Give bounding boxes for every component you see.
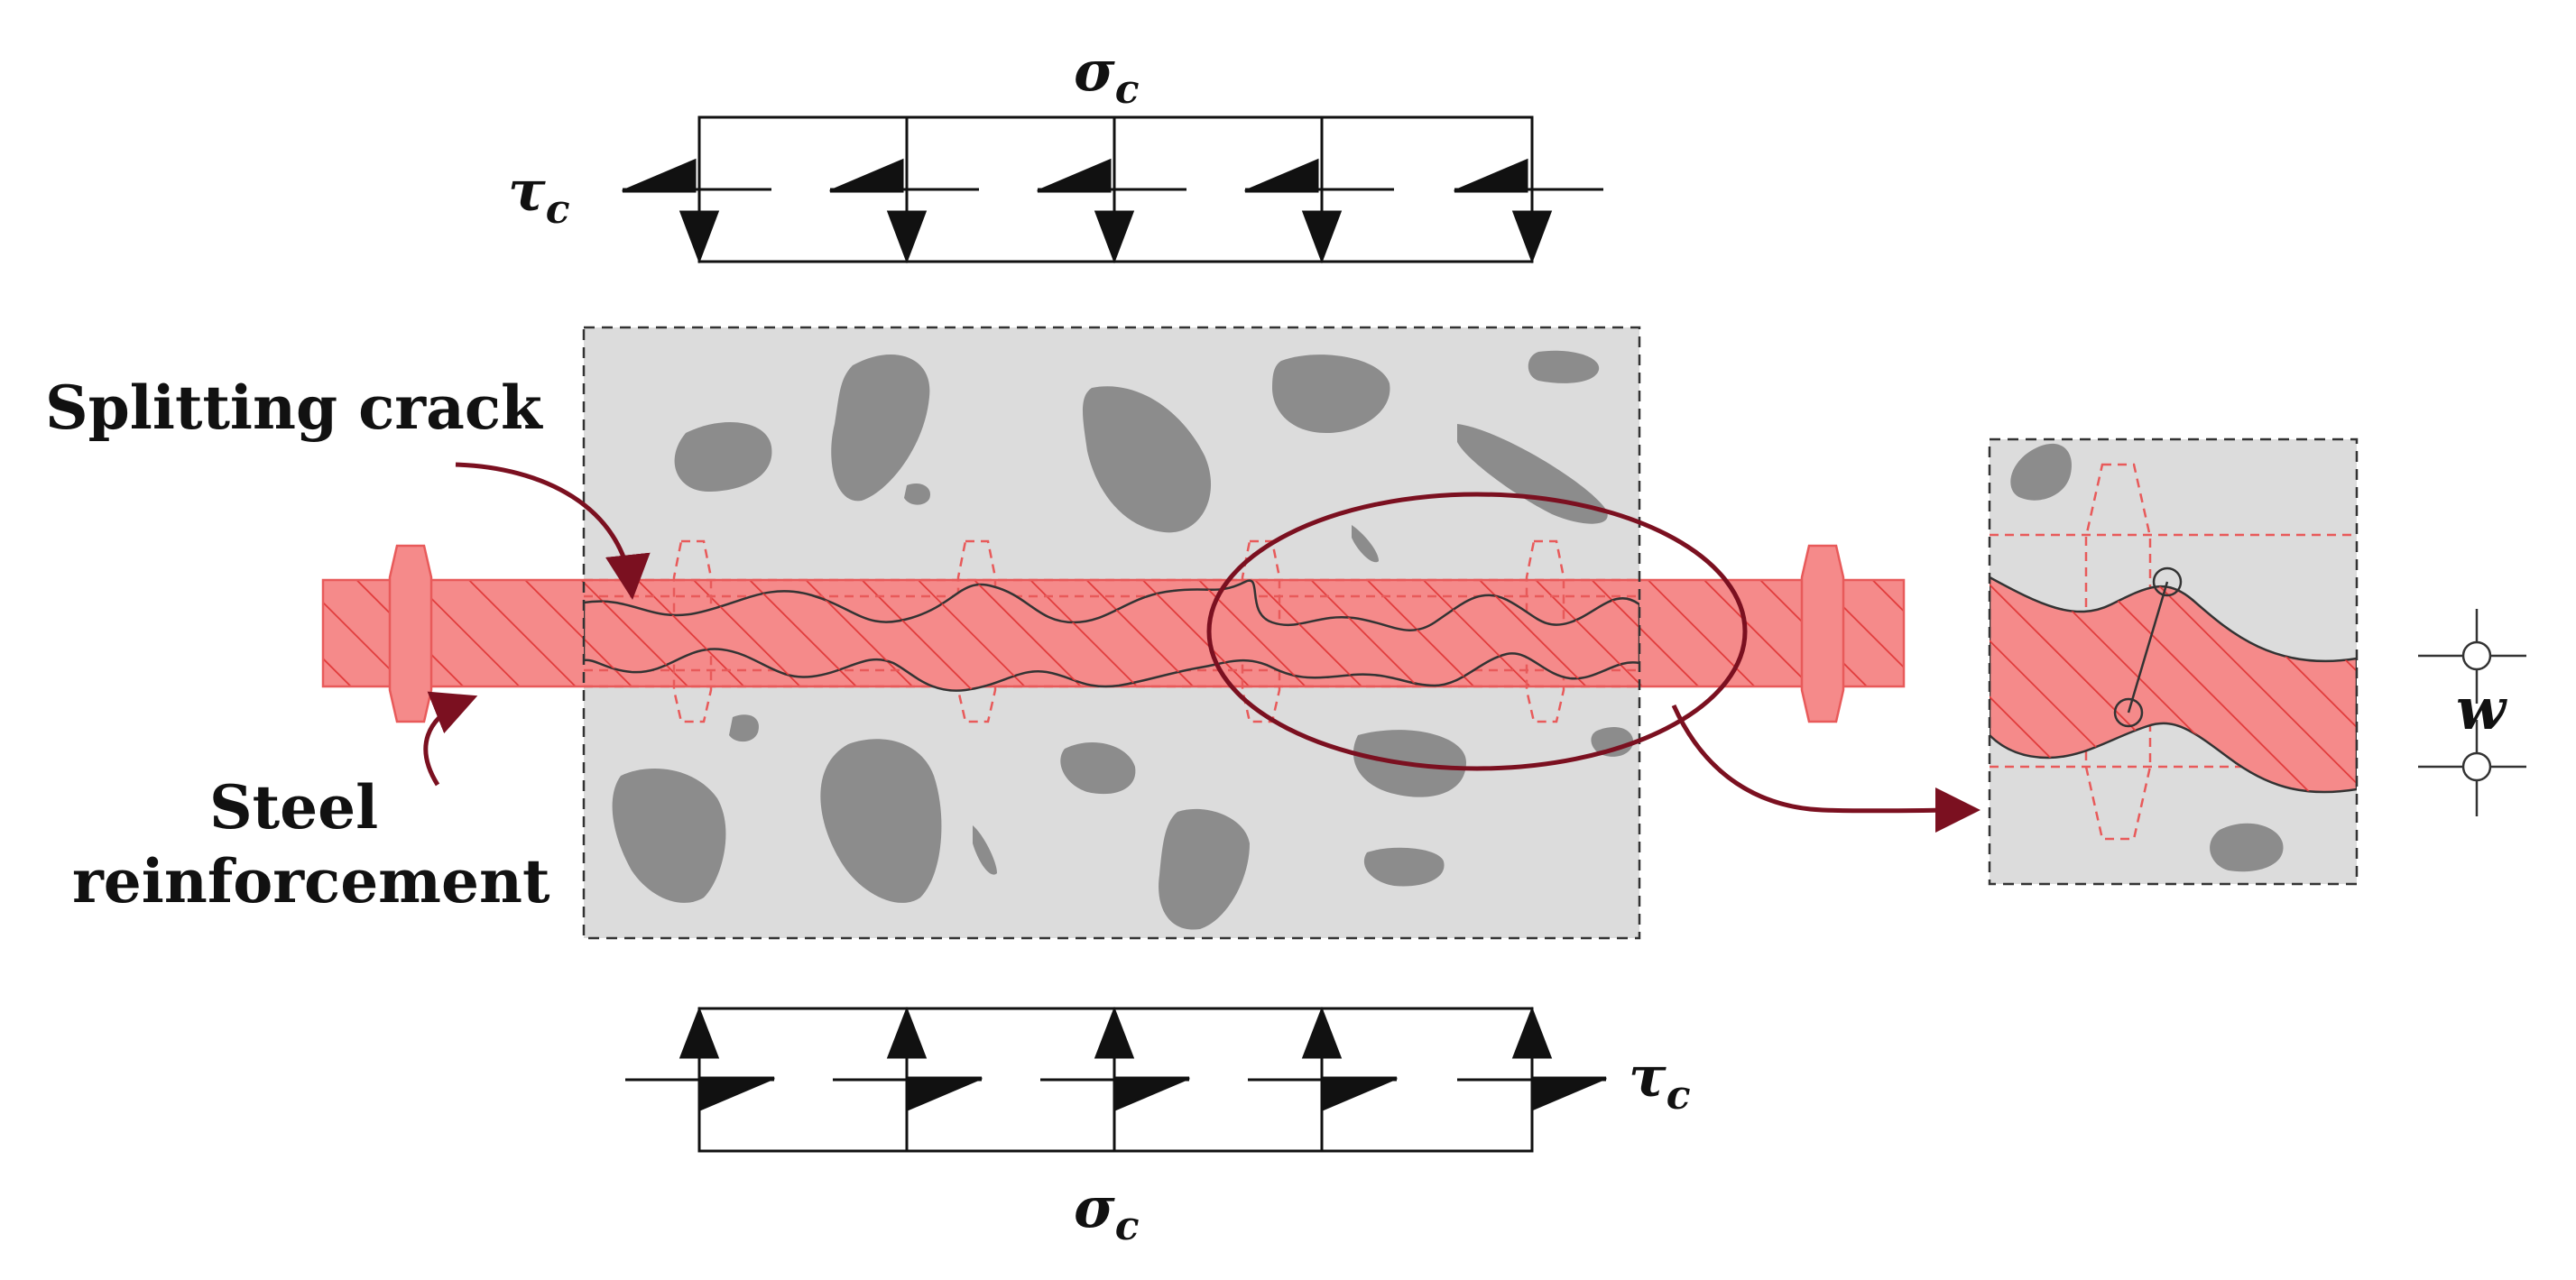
crack-width-label: w <box>2456 676 2507 743</box>
zoom-box-border <box>1988 437 2359 886</box>
zoom-deformed-bar <box>1990 576 2357 794</box>
zoom-aggregates <box>2010 443 2284 872</box>
top-normal-arrows <box>679 117 1553 264</box>
sigma-bottom-label: σc <box>1074 1174 1140 1249</box>
splitting-crack-label: Splitting crack <box>45 373 543 443</box>
crack-width-gauge <box>2418 609 2526 816</box>
concrete-block-border <box>582 326 1641 940</box>
top-shear-arrows <box>622 158 1603 193</box>
bottom-shear-arrows <box>625 1076 1607 1111</box>
sigma-top-label: σc <box>1074 38 1140 113</box>
aggregates <box>612 350 1634 930</box>
splitting-crack-arrow <box>455 462 651 600</box>
steel-arrow <box>423 691 478 787</box>
steel-label-line1: Steel <box>209 772 378 843</box>
steel-label-line2: reinforcement <box>72 846 550 916</box>
tau-bottom-label: τc <box>1629 1044 1691 1119</box>
zoom-crack-gauge <box>2113 566 2183 728</box>
tau-top-label: τc <box>508 158 570 233</box>
bottom-normal-arrows <box>679 1006 1553 1151</box>
deformed-bar <box>584 579 1639 692</box>
bar-lugs <box>388 544 1845 723</box>
zoom-callout-ellipse <box>1206 492 1748 771</box>
zoom-callout-arrow <box>1671 704 1980 833</box>
